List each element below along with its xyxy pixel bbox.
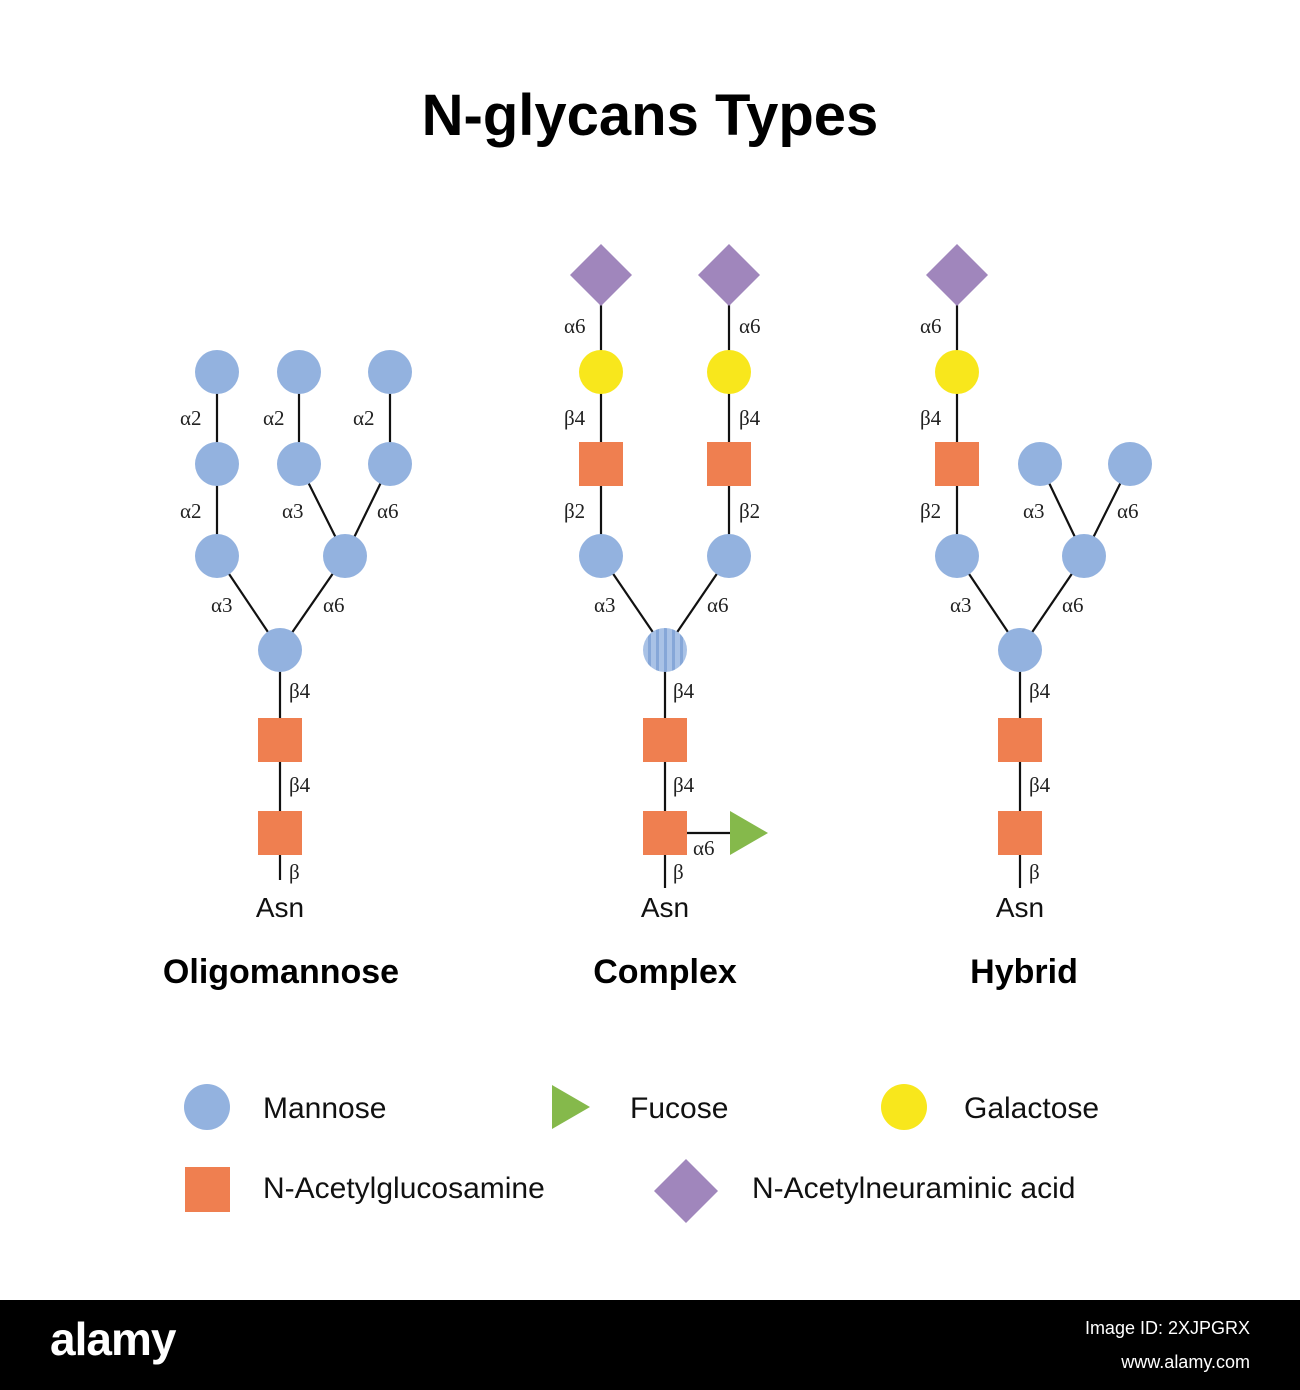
linkage-label: β4 xyxy=(739,406,761,430)
asn-label: Asn xyxy=(641,892,689,923)
linkage-label: β xyxy=(289,860,300,884)
glcnac-residue xyxy=(258,811,302,855)
mannose-residue xyxy=(368,350,412,394)
linkage-label: β2 xyxy=(920,499,941,523)
mannose-residue-core xyxy=(643,628,687,672)
linkage-label: α3 xyxy=(282,499,304,523)
mannose-circle-icon xyxy=(184,1084,230,1130)
complex-structure: α6 α6 β4 β4 β2 β2 α3 α6 β4 β4 α6 β Asn C… xyxy=(564,244,768,991)
glcnac-residue xyxy=(935,442,979,486)
galactose-residue xyxy=(707,350,751,394)
linkage-label: α3 xyxy=(594,593,616,617)
linkage-label: α6 xyxy=(1117,499,1139,523)
diagram-canvas: N-glycans Types xyxy=(162,83,1152,1223)
mannose-residue xyxy=(1018,442,1062,486)
glcnac-residue xyxy=(579,442,623,486)
mannose-residue xyxy=(277,442,321,486)
legend: Mannose Fucose Galactose N-Acetylglucosa… xyxy=(184,1084,1099,1223)
glycan-diagram: α2 α2 α2 α2 α3 α6 α3 α6 β4 β4 β Asn Olig… xyxy=(163,244,1152,1223)
fucose-residue xyxy=(730,811,768,855)
linkage-label: β4 xyxy=(1029,773,1051,797)
mannose-residue xyxy=(998,628,1042,672)
linkage-label: α6 xyxy=(693,836,715,860)
oligomannose-structure: α2 α2 α2 α2 α3 α6 α3 α6 β4 β4 β Asn Olig… xyxy=(163,350,412,991)
brand-logo: alamy xyxy=(50,1313,176,1365)
galactose-residue xyxy=(935,350,979,394)
linkage-label: β4 xyxy=(289,773,311,797)
mannose-residue xyxy=(368,442,412,486)
neu5ac-diamond-icon xyxy=(654,1159,718,1223)
legend-label: Galactose xyxy=(964,1092,1099,1125)
fucose-triangle-icon xyxy=(552,1085,590,1129)
linkage-label: α6 xyxy=(707,593,729,617)
linkage-label: β2 xyxy=(564,499,585,523)
glcnac-residue xyxy=(998,811,1042,855)
mannose-residue xyxy=(323,534,367,578)
linkage-label: α2 xyxy=(353,406,375,430)
linkage-label: β4 xyxy=(564,406,586,430)
linkage-label: α6 xyxy=(564,314,586,338)
legend-label: N-Acetylglucosamine xyxy=(263,1172,545,1205)
image-id: Image ID: 2XJPGRX xyxy=(1084,1318,1250,1338)
legend-label: N-Acetylneuraminic acid xyxy=(752,1172,1075,1205)
galactose-circle-icon xyxy=(881,1084,927,1130)
legend-label: Fucose xyxy=(630,1092,728,1125)
linkage-label: α2 xyxy=(180,499,202,523)
glcnac-residue xyxy=(707,442,751,486)
mannose-residue xyxy=(1062,534,1106,578)
hybrid-structure: α6 β4 β2 α3 α6 α3 α6 β4 β4 β Asn Hybrid xyxy=(920,244,1152,991)
glycan-type-name: Hybrid xyxy=(970,953,1078,991)
linkage-label: β4 xyxy=(920,406,942,430)
linkage-label: β2 xyxy=(739,499,760,523)
neu5ac-residue xyxy=(570,244,632,306)
watermark-footer: alamy Image ID: 2XJPGRX www.alamy.com xyxy=(0,1300,1300,1390)
linkage-label: α3 xyxy=(950,593,972,617)
linkage-label: α2 xyxy=(263,406,285,430)
glcnac-residue xyxy=(643,811,687,855)
linkage-label: α6 xyxy=(739,314,761,338)
linkage-label: α6 xyxy=(377,499,399,523)
glycan-type-name: Oligomannose xyxy=(163,953,399,991)
neu5ac-residue xyxy=(698,244,760,306)
mannose-residue xyxy=(277,350,321,394)
linkage-label: α6 xyxy=(323,593,345,617)
linkage-label: β4 xyxy=(673,773,695,797)
legend-label: Mannose xyxy=(263,1092,386,1125)
site-url: www.alamy.com xyxy=(1121,1352,1250,1372)
neu5ac-residue xyxy=(926,244,988,306)
asn-label: Asn xyxy=(256,892,304,923)
glycan-type-name: Complex xyxy=(593,953,737,991)
glcnac-square-icon xyxy=(185,1167,230,1212)
glcnac-residue xyxy=(643,718,687,762)
mannose-residue xyxy=(935,534,979,578)
galactose-residue xyxy=(579,350,623,394)
asn-label: Asn xyxy=(996,892,1044,923)
mannose-residue xyxy=(707,534,751,578)
linkage-label: β4 xyxy=(673,679,695,703)
linkage-label: α3 xyxy=(1023,499,1045,523)
linkage-label: β xyxy=(673,860,684,884)
mannose-residue xyxy=(195,442,239,486)
linkage-label: α6 xyxy=(920,314,942,338)
glcnac-residue xyxy=(258,718,302,762)
glcnac-residue xyxy=(998,718,1042,762)
mannose-residue xyxy=(1108,442,1152,486)
linkage-label: β4 xyxy=(289,679,311,703)
page-title: N-glycans Types xyxy=(421,83,879,148)
linkage-label: α6 xyxy=(1062,593,1084,617)
linkage-label: β4 xyxy=(1029,679,1051,703)
mannose-residue xyxy=(258,628,302,672)
linkage-label: α3 xyxy=(211,593,233,617)
linkage-label: β xyxy=(1029,860,1040,884)
mannose-residue xyxy=(195,350,239,394)
linkage-label: α2 xyxy=(180,406,202,430)
mannose-residue xyxy=(195,534,239,578)
mannose-residue xyxy=(579,534,623,578)
